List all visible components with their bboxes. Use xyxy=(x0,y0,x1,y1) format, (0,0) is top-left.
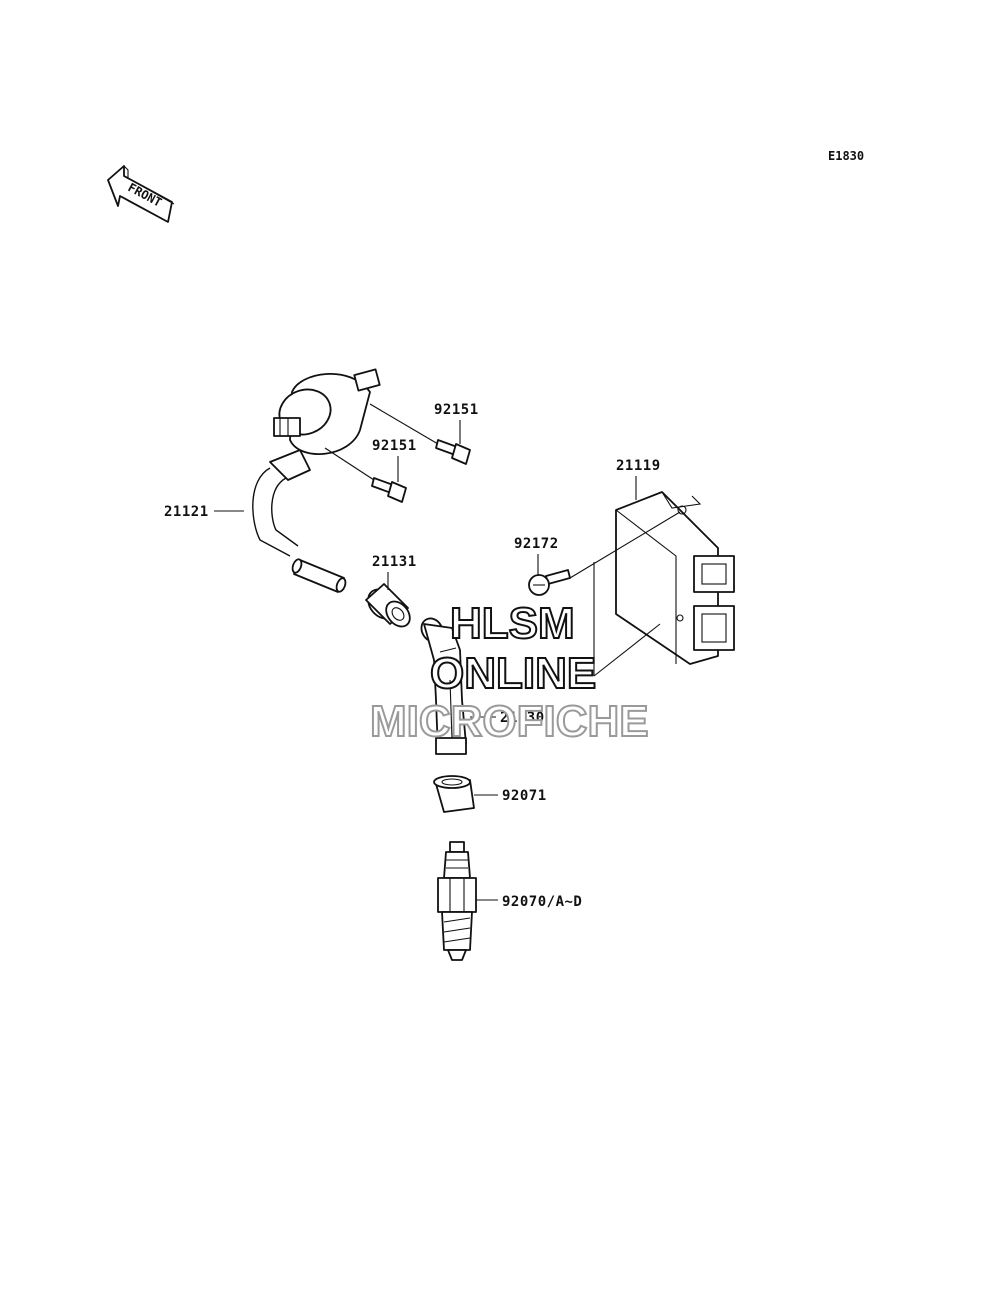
watermark: HLSM ONLINE MICROFICHE xyxy=(369,598,650,747)
bolt-lower[interactable] xyxy=(371,477,407,503)
diagram-code: E1830 xyxy=(828,149,864,163)
front-arrow-icon: FRONT xyxy=(107,165,175,223)
label-cap-seal: 21131 xyxy=(372,554,417,570)
ignition-coil[interactable] xyxy=(252,368,381,593)
label-igniter: 21119 xyxy=(616,458,661,474)
bolt-upper[interactable] xyxy=(435,439,471,465)
label-spark-plug: 92070/A~D xyxy=(502,894,582,910)
igniter[interactable] xyxy=(615,491,735,665)
leader-igniter-lower xyxy=(593,623,661,677)
igniter-bolt[interactable] xyxy=(528,569,571,596)
leader-bolt-lower xyxy=(324,447,375,481)
label-bolt-lower: 92151 xyxy=(372,438,417,454)
spark-plug[interactable] xyxy=(437,841,477,961)
label-igniter-bolt: 92172 xyxy=(514,536,559,552)
watermark-line3: MICROFICHE xyxy=(370,697,649,746)
cap-seal[interactable] xyxy=(363,583,415,631)
label-plug-cap: 21130 xyxy=(500,710,545,726)
watermark-line2: ONLINE xyxy=(430,649,596,698)
label-ignition-coil: 21121 xyxy=(164,504,209,520)
plug-seal[interactable] xyxy=(433,775,475,813)
leader-bolt-to-igniter xyxy=(569,511,681,579)
label-plug-seal: 92071 xyxy=(502,788,547,804)
plug-cap[interactable] xyxy=(417,615,467,755)
label-bolt-upper: 92151 xyxy=(434,402,479,418)
leader-bolt-upper xyxy=(369,403,439,445)
watermark-line1: HLSM xyxy=(450,599,575,648)
